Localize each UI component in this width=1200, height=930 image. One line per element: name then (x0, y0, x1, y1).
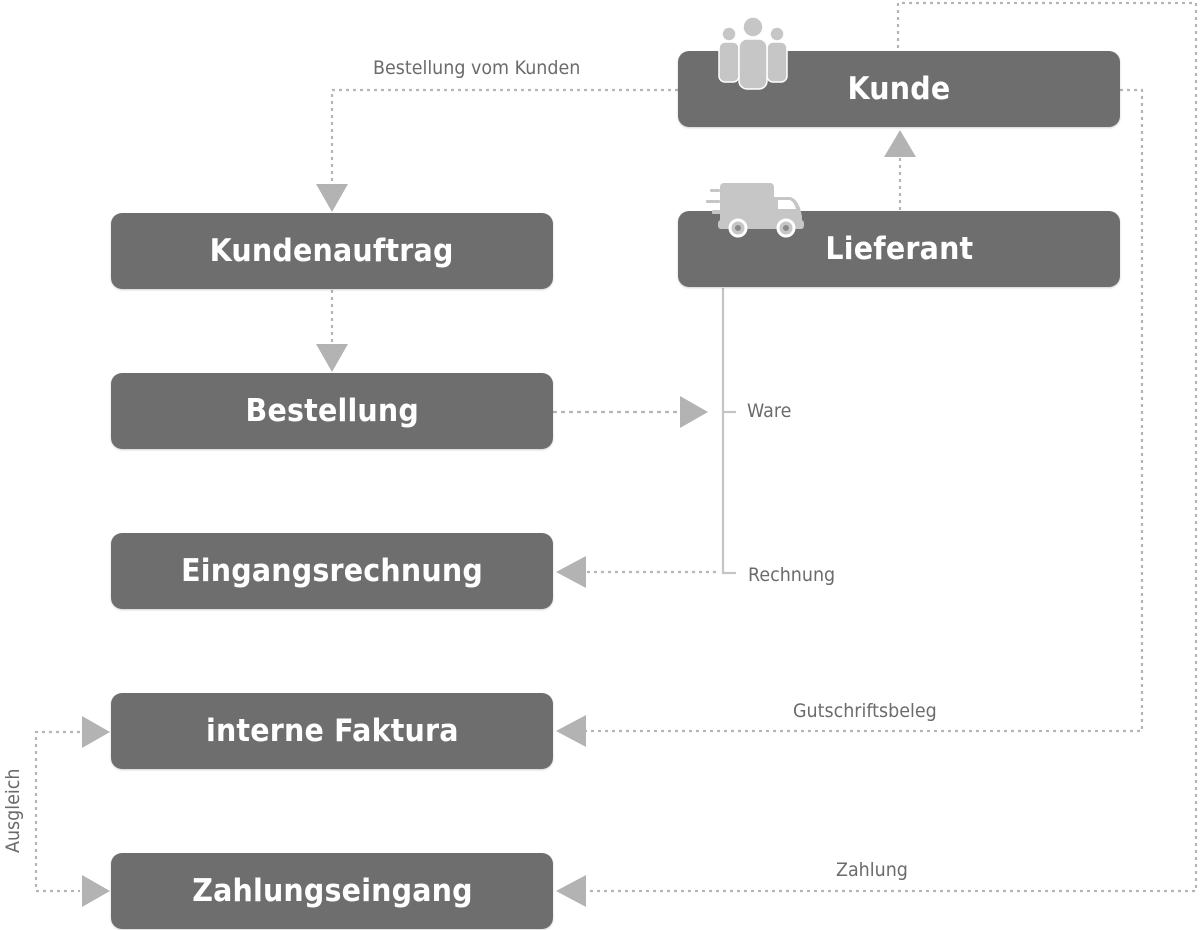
arrowhead-kundenauftrag (316, 184, 348, 212)
label-bestellung-vom-kunden: Bestellung vom Kunden (373, 57, 581, 79)
edge-kunde-kundenauftrag (330, 88, 678, 186)
node-bestellung-label: Bestellung (245, 393, 419, 429)
node-lieferant[interactable]: Lieferant (678, 211, 1120, 287)
label-ware: Ware (747, 400, 792, 422)
label-rechnung: Rechnung (748, 564, 836, 586)
label-ausgleich: Ausgleich (2, 768, 24, 853)
node-bestellung[interactable]: Bestellung (111, 373, 553, 449)
node-zahlungseingang-label: Zahlungseingang (191, 873, 473, 909)
lieferant-bracket (721, 288, 736, 575)
arrowhead-interne-faktura (556, 715, 586, 747)
edge-ausgleich (34, 730, 80, 893)
arrowhead-ausgleich-bottom (82, 875, 110, 907)
arrowhead-zahlungseingang (556, 875, 586, 907)
node-eingangsrechnung-label: Eingangsrechnung (181, 553, 483, 589)
arrowhead-kunde (884, 130, 916, 157)
arrowhead-bestellung (316, 344, 348, 372)
node-lieferant-label: Lieferant (825, 231, 973, 267)
node-kundenauftrag[interactable]: Kundenauftrag (111, 213, 553, 289)
arrowhead-ausgleich-top (82, 716, 110, 748)
arrowhead-eingangsrechnung (556, 556, 586, 588)
label-gutschriftsbeleg: Gutschriftsbeleg (793, 700, 937, 722)
edge-kunde-interne-faktura (586, 88, 1144, 733)
people-group-icon (718, 16, 788, 90)
edge-kunde-zahlungseingang (586, 1, 1198, 893)
delivery-truck-icon (706, 183, 804, 238)
node-zahlungseingang[interactable]: Zahlungseingang (111, 853, 553, 929)
node-kunde-label: Kunde (847, 71, 951, 107)
label-zahlung: Zahlung (836, 859, 908, 881)
node-kundenauftrag-label: Kundenauftrag (209, 233, 454, 269)
arrowhead-ware (680, 396, 708, 428)
node-interne-faktura[interactable]: interne Faktura (111, 693, 553, 769)
node-interne-faktura-label: interne Faktura (205, 713, 459, 749)
node-eingangsrechnung[interactable]: Eingangsrechnung (111, 533, 553, 609)
